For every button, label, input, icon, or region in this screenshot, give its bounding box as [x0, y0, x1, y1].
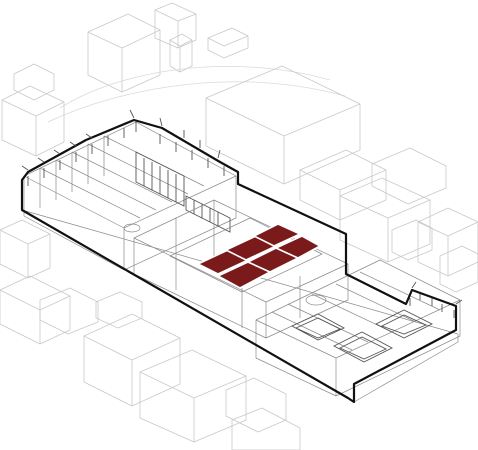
context-road-curve-2: [47, 81, 346, 123]
context-building-right-4: [371, 147, 447, 205]
context-building-bottom-3: [225, 377, 287, 433]
right-wing-tub-1: [290, 313, 346, 341]
floor-circle-2: [305, 294, 327, 306]
context-building-bottom-1: [83, 313, 181, 407]
highlight-panel-3: [252, 223, 302, 247]
context-building-top-left: [87, 13, 161, 93]
context-building-bottom-2: [139, 349, 247, 443]
context-building-right-3: [339, 177, 431, 263]
context-building-top-mid: [154, 2, 197, 49]
floor-circle: [123, 223, 141, 233]
main-structure: [21, 121, 461, 403]
context-building-top-tower: [169, 33, 193, 73]
context-building-left-2: [13, 63, 55, 101]
context-building-left-4: [0, 275, 71, 345]
edge-posts: [21, 109, 463, 305]
context-building-right-7: [391, 219, 433, 261]
context-building-bottom-5: [231, 407, 301, 450]
site-boundary-outline: [20, 118, 458, 404]
highlight-panel-6: [274, 235, 322, 259]
context-building-top-small: [207, 27, 249, 59]
highlight-panel-1: [196, 249, 250, 275]
context-building-bottom-4: [39, 287, 99, 335]
right-wing-tub-2: [333, 331, 393, 363]
context-building-right-big: [205, 65, 361, 185]
context-building-left-3: [0, 219, 51, 279]
context-building-left-1: [1, 85, 65, 157]
context-building-right-5: [417, 207, 478, 277]
right-wing-tub-3: [374, 309, 434, 339]
central-inner-frame: [169, 217, 323, 293]
highlight-panel-2: [224, 235, 278, 261]
context-building-bottom-6: [95, 291, 143, 329]
context-road-curve: [59, 66, 331, 109]
highlight-panels: [196, 223, 322, 289]
context-building-right-6: [439, 245, 478, 293]
context-building-right-2: [299, 149, 387, 221]
right-wing-frame: [255, 259, 461, 397]
